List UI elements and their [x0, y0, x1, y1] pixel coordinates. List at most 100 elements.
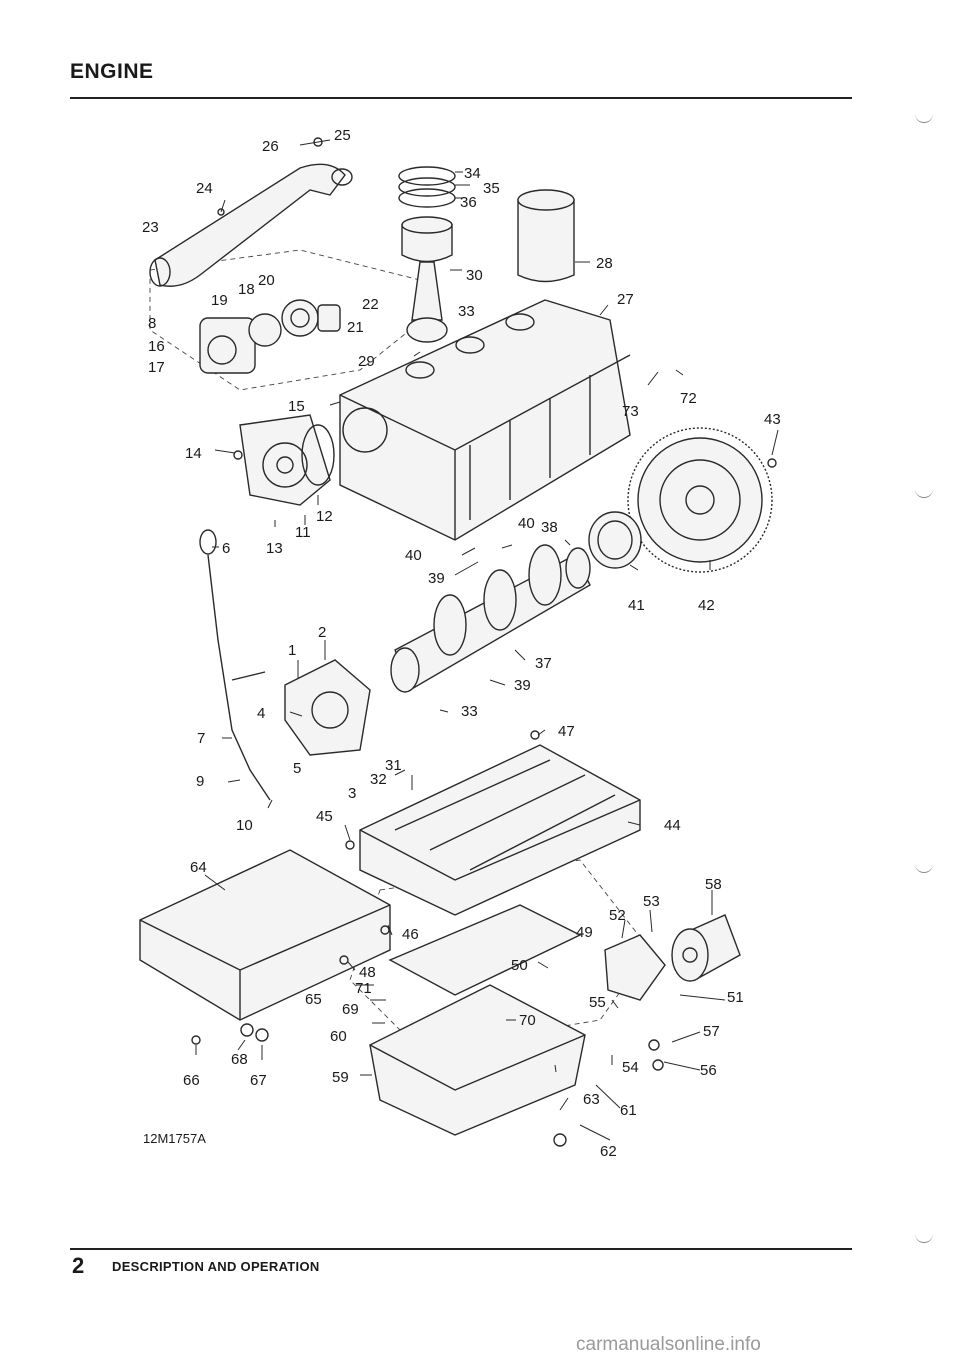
callout-25: 25	[334, 127, 351, 144]
callout-64: 64	[190, 859, 207, 876]
callout-67: 67	[250, 1072, 267, 1089]
callout-52: 52	[609, 907, 626, 924]
callout-19: 19	[211, 292, 228, 309]
callout-58: 58	[705, 876, 722, 893]
callout-60: 60	[330, 1028, 347, 1045]
callout-13: 13	[266, 540, 283, 557]
callout-45: 45	[316, 808, 333, 825]
callout-20: 20	[258, 272, 275, 289]
callout-44: 44	[664, 817, 681, 834]
callout-70: 70	[519, 1012, 536, 1029]
page-number: 2	[72, 1253, 85, 1278]
oil-filter	[671, 914, 741, 982]
callout-31: 31	[385, 757, 402, 774]
callout-24: 24	[196, 180, 213, 197]
callout-35: 35	[483, 180, 500, 197]
callout-73: 73	[622, 403, 639, 420]
callout-3: 3	[348, 785, 356, 802]
callout-23: 23	[142, 219, 159, 236]
callout-14: 14	[185, 445, 202, 462]
callout-37: 37	[535, 655, 552, 672]
callout-46: 46	[402, 926, 419, 943]
callout-72: 72	[680, 390, 697, 407]
callout-57: 57	[703, 1023, 720, 1040]
callout-8: 8	[148, 315, 156, 332]
callout-30: 30	[466, 267, 483, 284]
callout-36: 36	[460, 194, 477, 211]
callout-39b: 39	[514, 677, 531, 694]
crankshaft	[390, 544, 591, 693]
binding-mark	[915, 862, 933, 873]
upper-oil-sump	[139, 849, 391, 1021]
callout-49: 49	[576, 924, 593, 941]
lower-oil-sump	[369, 984, 586, 1136]
binding-mark	[915, 1232, 933, 1243]
piston-rings	[398, 166, 456, 208]
callout-34: 34	[464, 165, 481, 182]
callout-16: 16	[148, 338, 165, 355]
callout-61: 61	[620, 1102, 637, 1119]
callout-labels: 1 2 3 4 5 6 7 9 10 11 12 13 14 15 16 17 …	[142, 127, 781, 1160]
callout-28: 28	[596, 255, 613, 272]
callout-7: 7	[197, 730, 205, 747]
callout-42: 42	[698, 597, 715, 614]
thermostat-housing	[199, 299, 341, 374]
callout-5: 5	[293, 760, 301, 777]
cylinder-block	[339, 299, 631, 541]
baffle-plate	[388, 904, 582, 996]
callout-51: 51	[727, 989, 744, 1006]
callout-27: 27	[617, 291, 634, 308]
callout-11: 11	[295, 524, 311, 541]
cylinder-liner	[517, 189, 575, 283]
callout-47: 47	[558, 723, 575, 740]
filter-adaptor	[604, 934, 666, 1001]
piston-conrod	[401, 216, 453, 343]
binding-mark	[915, 112, 933, 123]
callout-66: 66	[183, 1072, 200, 1089]
fasteners	[191, 137, 777, 1147]
callout-29: 29	[358, 353, 375, 370]
callout-6: 6	[222, 540, 230, 557]
callout-40a: 40	[518, 515, 535, 532]
callout-55: 55	[589, 994, 606, 1011]
callout-15: 15	[288, 398, 305, 415]
callout-22: 22	[362, 296, 379, 313]
callout-48: 48	[359, 964, 376, 981]
coolant-pipe	[149, 163, 353, 287]
callout-53: 53	[643, 893, 660, 910]
callout-40b: 40	[405, 547, 422, 564]
callout-50: 50	[511, 957, 528, 974]
leader-lines	[195, 139, 779, 1141]
callout-1: 1	[288, 642, 296, 659]
callout-17: 17	[148, 359, 165, 376]
watermark: carmanualsonline.info	[576, 1334, 761, 1355]
callout-32: 32	[370, 771, 387, 788]
callout-26: 26	[262, 138, 279, 155]
callout-54: 54	[622, 1059, 639, 1076]
callout-56: 56	[700, 1062, 717, 1079]
figure-reference: 12M1757A	[143, 1131, 206, 1146]
callout-9: 9	[196, 773, 204, 790]
callout-4: 4	[257, 705, 265, 722]
callout-41: 41	[628, 597, 645, 614]
callout-59: 59	[332, 1069, 349, 1086]
rear-oil-seal	[588, 511, 642, 569]
callout-33a: 33	[458, 303, 475, 320]
callout-62: 62	[600, 1143, 617, 1160]
binding-mark	[915, 487, 933, 498]
ladder-frame	[359, 744, 641, 916]
callout-71: 71	[355, 980, 372, 997]
callout-69: 69	[342, 1001, 359, 1018]
callout-63: 63	[583, 1091, 600, 1108]
callout-21: 21	[347, 319, 364, 336]
section-name: DESCRIPTION AND OPERATION	[112, 1259, 320, 1274]
oil-pump	[284, 659, 371, 756]
callout-38: 38	[541, 519, 558, 536]
header-rule	[70, 97, 852, 99]
flywheel	[627, 427, 773, 573]
footer-rule	[70, 1248, 852, 1250]
callout-10: 10	[236, 817, 253, 834]
sump-group-outline	[349, 859, 651, 1051]
callout-39a: 39	[428, 570, 445, 587]
